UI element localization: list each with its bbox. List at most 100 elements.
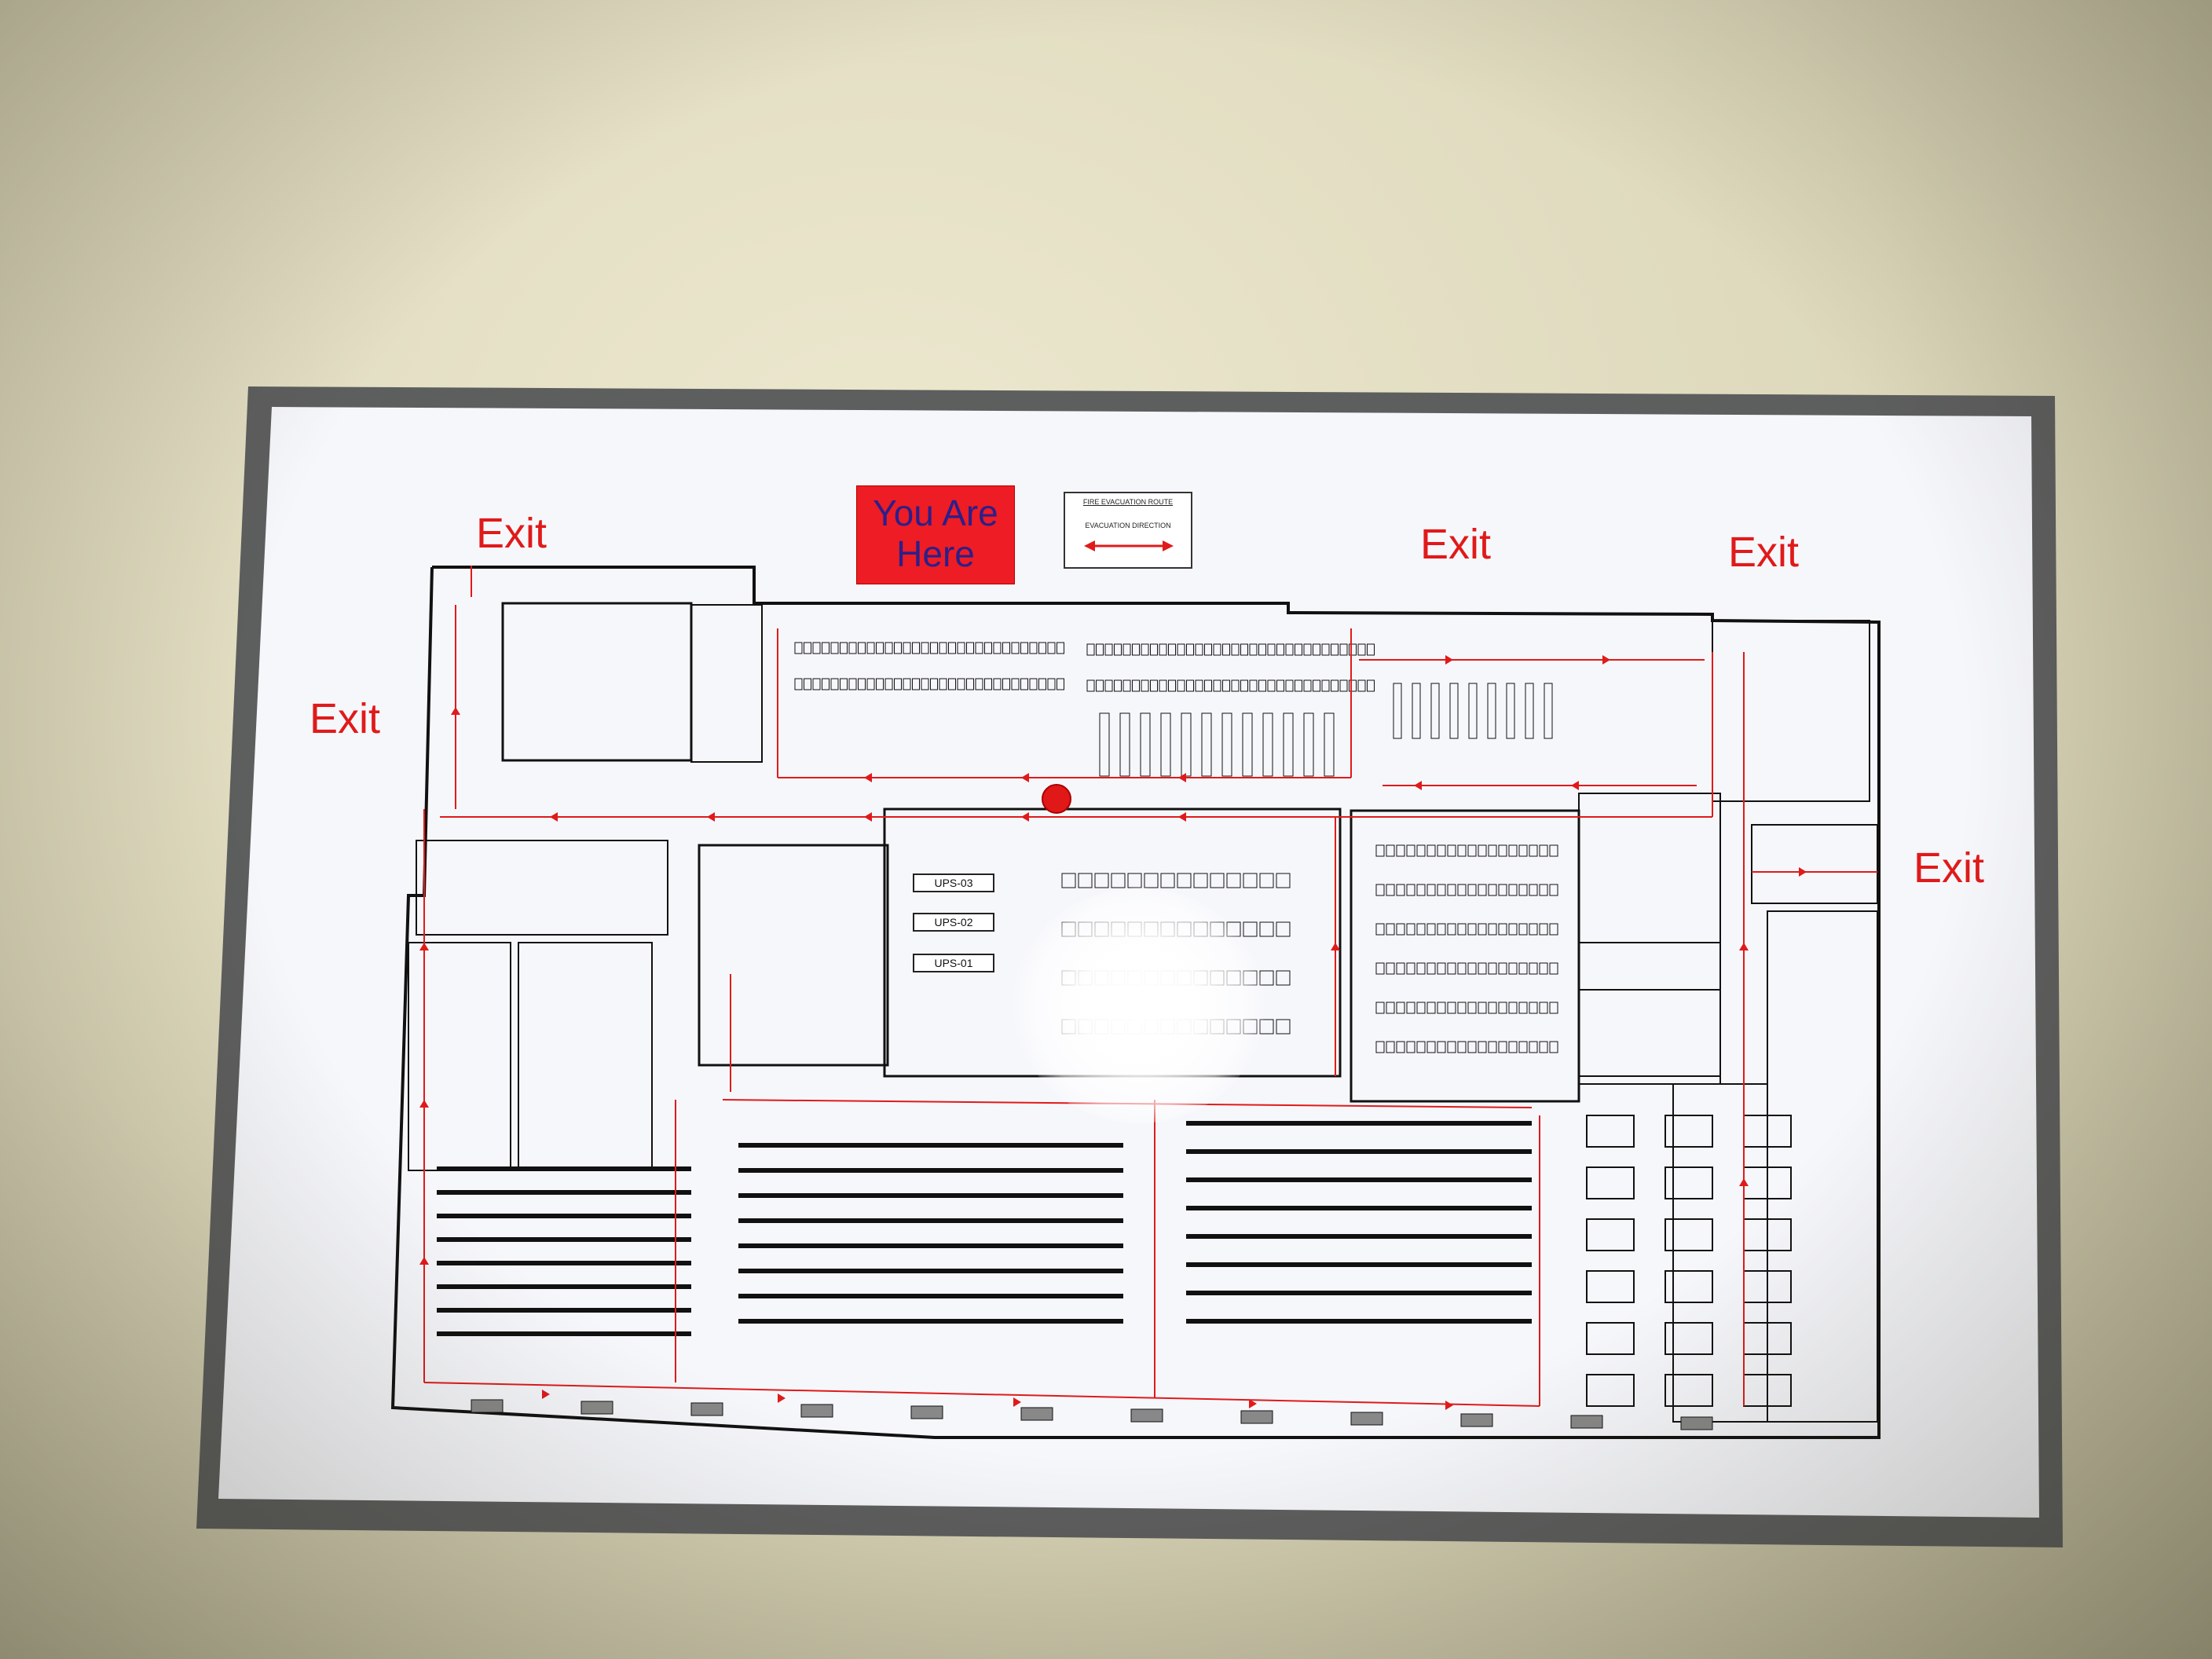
rack-unit: [1467, 962, 1477, 975]
rack-unit: [1186, 643, 1194, 656]
rack-unit: [1416, 884, 1426, 896]
rack-unit: [1457, 884, 1467, 896]
exit-label: Exit: [1420, 521, 1492, 568]
rack-unit: [1029, 642, 1038, 654]
route-arrow: [1331, 943, 1340, 950]
rack-unit: [1437, 844, 1446, 857]
route-arrow: [707, 812, 715, 822]
rack-unit: [1529, 1002, 1538, 1014]
rack-unit: [1544, 683, 1553, 739]
rack-unit: [1518, 962, 1528, 975]
rack-unit: [966, 642, 974, 654]
route-arrow: [451, 707, 460, 715]
rack-unit: [1295, 679, 1302, 692]
rack-unit: [1249, 643, 1258, 656]
rack-unit: [1416, 923, 1426, 936]
route-arrow: [419, 943, 429, 950]
office-desk: [1586, 1115, 1635, 1148]
rack-unit: [1367, 679, 1375, 692]
rack-unit: [993, 678, 1002, 690]
rack-unit: [1457, 1041, 1467, 1053]
rack-unit: [975, 642, 983, 654]
rack-unit: [858, 642, 866, 654]
hatched-box: [910, 1405, 943, 1419]
you-are-here-text: Here: [896, 533, 975, 574]
rack-unit: [1295, 643, 1302, 656]
rack-unit: [1168, 643, 1176, 656]
rack-unit: [812, 678, 821, 690]
route-arrow: [550, 812, 558, 822]
route-arrow: [1571, 781, 1579, 790]
rack-unit: [1177, 679, 1185, 692]
rack-unit: [1313, 679, 1320, 692]
rack-unit: [1467, 923, 1477, 936]
rack-unit: [1267, 643, 1276, 656]
rack-unit: [1276, 643, 1284, 656]
rack-unit: [1213, 643, 1221, 656]
rack-unit: [1276, 921, 1291, 937]
rack-unit: [894, 642, 902, 654]
rack-unit: [921, 678, 929, 690]
rack-unit: [1508, 1002, 1518, 1014]
rack-unit: [1258, 643, 1266, 656]
rack-unit: [1488, 844, 1497, 857]
rack-unit: [1498, 962, 1507, 975]
exit-label: Exit: [309, 695, 381, 742]
rack-unit: [1386, 962, 1395, 975]
rack-unit: [1331, 643, 1339, 656]
rack-unit: [1029, 678, 1038, 690]
legend-box: FIRE EVACUATION ROUTE EVACUATION DIRECTI…: [1064, 492, 1192, 569]
rack-unit: [1478, 1041, 1487, 1053]
rack-unit: [1324, 712, 1335, 777]
rack-unit: [1478, 962, 1487, 975]
rack-unit: [1150, 643, 1158, 656]
hatched-box: [1460, 1413, 1493, 1427]
rack-unit: [1549, 1002, 1558, 1014]
rack-unit: [830, 678, 839, 690]
rack-unit: [1375, 1002, 1385, 1014]
rack-unit: [1339, 679, 1348, 692]
rack-unit: [1437, 884, 1446, 896]
rack-unit: [1478, 1002, 1487, 1014]
room-outline: [1578, 989, 1721, 1085]
rack-unit: [876, 678, 884, 690]
rack-unit: [1086, 679, 1095, 692]
rack-unit: [903, 678, 911, 690]
rack-unit: [1426, 923, 1436, 936]
route-arrow: [1799, 867, 1807, 877]
rack-unit: [1396, 1002, 1405, 1014]
ups-unit-label: UPS-01: [913, 954, 994, 972]
rack-unit: [1457, 1002, 1467, 1014]
rack-unit: [948, 678, 956, 690]
route-arrow: [542, 1390, 550, 1399]
exit-label: Exit: [1914, 844, 1985, 892]
rack-unit: [1468, 683, 1478, 739]
office-desk: [1664, 1218, 1713, 1251]
rack-unit: [939, 678, 947, 690]
rack-unit: [1488, 962, 1497, 975]
legend-arrow-icon: [1084, 540, 1174, 551]
rack-unit: [1406, 844, 1415, 857]
rack-unit: [939, 642, 947, 654]
rack-unit: [1303, 643, 1312, 656]
rack-unit: [1367, 643, 1375, 656]
rack-unit: [1508, 1041, 1518, 1053]
rack-unit: [1375, 1041, 1385, 1053]
rack-unit: [1132, 643, 1140, 656]
office-desk: [1664, 1374, 1713, 1407]
rack-unit: [1406, 1002, 1415, 1014]
rack-unit: [1303, 679, 1312, 692]
route-arrow: [1602, 655, 1610, 665]
rack-unit: [1406, 1041, 1415, 1053]
legend-direction-label: EVACUATION DIRECTION: [1085, 522, 1171, 529]
rack-unit: [912, 678, 920, 690]
rack-unit: [1437, 923, 1446, 936]
rack-unit: [1114, 679, 1122, 692]
rack-unit: [1506, 683, 1515, 739]
route-arrow: [1445, 655, 1453, 665]
hatched-box: [1680, 1416, 1713, 1430]
rack-unit: [957, 678, 965, 690]
rack-unit: [1549, 962, 1558, 975]
